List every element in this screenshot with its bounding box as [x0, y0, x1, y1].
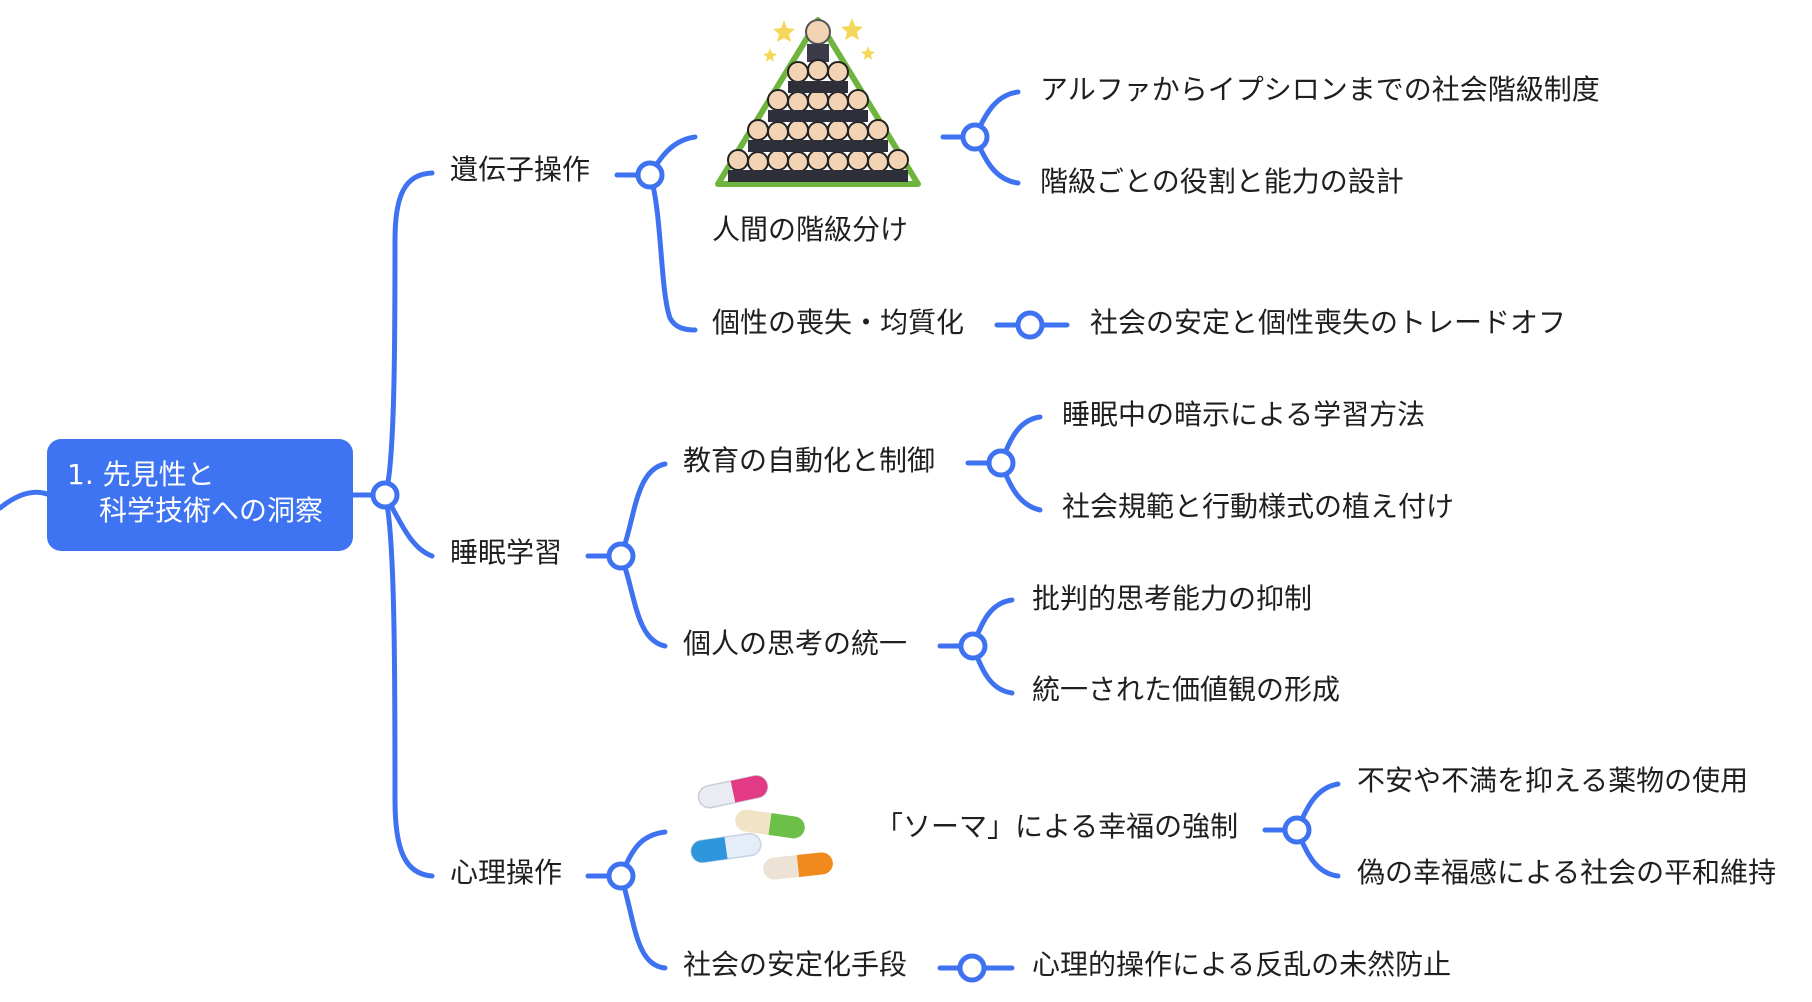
node-drug-use[interactable]: 不安や不満を抑える薬物の使用 [1357, 764, 1749, 797]
connector-root-psych [382, 492, 435, 879]
root-title-line1: 1. 先見性と [67, 458, 215, 491]
node-education-automation[interactable]: 教育の自動化と制御 [683, 444, 936, 477]
connector-genetic-individuality [647, 172, 698, 333]
node-sleep-suggestion[interactable]: 睡眠中の暗示による学習方法 [1062, 398, 1426, 431]
node-thought-unification[interactable]: 個人の思考の統一 [683, 627, 908, 660]
collapse-toggle-thought[interactable] [958, 631, 988, 661]
node-false-happiness[interactable]: 偽の幸福感による社会の平和維持 [1357, 856, 1777, 889]
node-psych-manipulation[interactable]: 心理操作 [450, 856, 563, 889]
node-roles-by-class[interactable]: 階級ごとの役割と能力の設計 [1040, 165, 1404, 198]
node-loss-of-individuality[interactable]: 個性の喪失・均質化 [712, 306, 965, 339]
collapse-toggle-soma[interactable] [1282, 815, 1312, 845]
node-sleep-learning[interactable]: 睡眠学習 [450, 536, 563, 569]
collapse-toggle-class[interactable] [960, 122, 990, 152]
connector-sleep-education [618, 461, 668, 559]
node-soma-happiness[interactable]: 「ソーマ」による幸福の強制 [875, 810, 1239, 843]
connector-root-in [0, 489, 50, 511]
collapse-toggle-sleep[interactable] [606, 541, 636, 571]
root-node[interactable]: 1. 先見性と 科学技術への洞察 [47, 439, 353, 551]
node-unified-values[interactable]: 統一された価値観の形成 [1032, 673, 1341, 706]
collapse-toggle-root[interactable] [370, 480, 400, 510]
node-genetic-manipulation[interactable]: 遺伝子操作 [450, 153, 591, 186]
node-class-division[interactable]: 人間の階級分け [712, 213, 909, 246]
collapse-toggle-education[interactable] [986, 448, 1016, 478]
people-heads [727, 19, 909, 182]
connector-psych-stability [618, 873, 668, 971]
connectors [0, 89, 1341, 971]
node-rebellion-prevention[interactable]: 心理的操作による反乱の未然防止 [1032, 948, 1452, 981]
node-critical-thinking[interactable]: 批判的思考能力の抑制 [1032, 582, 1313, 615]
root-title-line2: 科学技術への洞察 [99, 494, 324, 527]
collapse-toggle-stability[interactable] [957, 953, 987, 983]
node-stability-tradeoff[interactable]: 社会の安定と個性喪失のトレードオフ [1090, 306, 1567, 339]
collapse-toggle-individuality[interactable] [1015, 310, 1045, 340]
pills-illustration [690, 775, 833, 880]
node-stabilization-means[interactable]: 社会の安定化手段 [683, 948, 908, 981]
pyramid-illustration [715, 17, 921, 187]
connector-root-genetic [382, 170, 435, 498]
collapse-toggle-genetic[interactable] [635, 160, 665, 190]
node-alpha-to-epsilon[interactable]: アルファからイプシロンまでの社会階級制度 [1040, 73, 1600, 106]
collapse-knobs[interactable] [370, 122, 1312, 983]
collapse-toggle-psych[interactable] [606, 861, 636, 891]
node-social-norms[interactable]: 社会規範と行動様式の植え付け [1062, 490, 1455, 523]
connector-sleep-thought [618, 553, 668, 649]
